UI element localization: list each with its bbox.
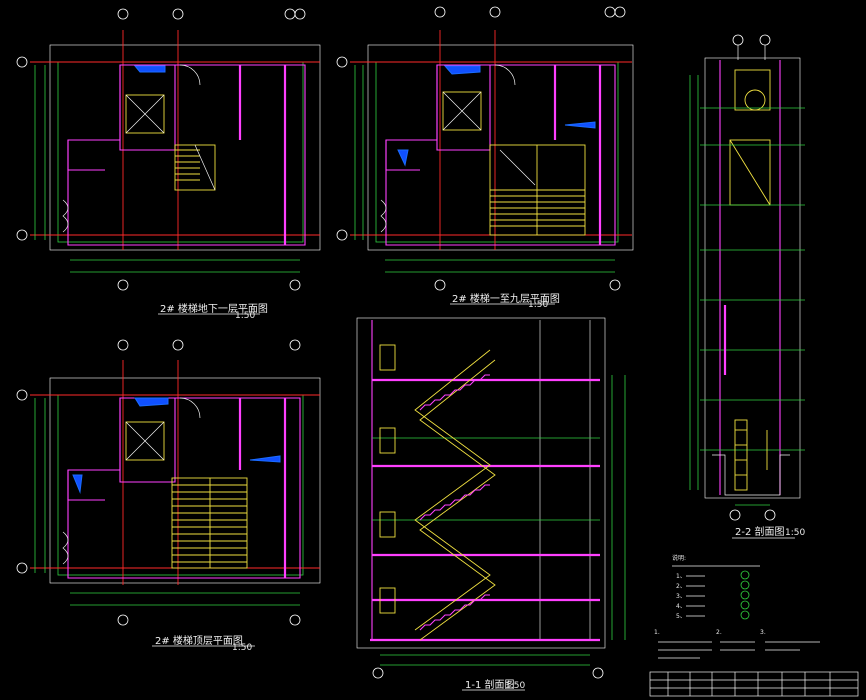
legend: 说明: 1、 2、 3、 4、 5、 (672, 554, 760, 620)
legend-item: 3、 (676, 593, 686, 600)
legend-item: 2、 (676, 583, 686, 590)
plan-bottom-left-scale: 1:50 (232, 643, 252, 653)
plan-top-mid-title: 2# 楼梯一至九层平面图 (452, 292, 560, 305)
section-stair-title: 1-1 剖面图 (465, 678, 515, 691)
legend-item: 1、 (676, 573, 686, 580)
notes: 1. 2. 3. (654, 629, 820, 659)
note-3: 3. (760, 629, 766, 636)
plan-top-left-title: 2# 楼梯地下一层平面图 (160, 302, 268, 315)
note-2: 2. (716, 629, 722, 636)
legend-heading: 说明: (672, 554, 686, 562)
plan-top-mid: 2# 楼梯一至九层平面图 1:50 (336, 6, 634, 310)
section-elevator-title: 2-2 剖面图 (735, 525, 785, 538)
legend-item: 4、 (676, 603, 686, 610)
section-stair-scale: 1:50 (505, 681, 525, 691)
legend-item: 5、 (676, 613, 686, 620)
plan-top-mid-scale: 1:50 (528, 300, 548, 310)
section-elevator-scale: 1:50 (785, 528, 805, 538)
section-stair: 1-1 剖面图 1:50 (356, 317, 626, 691)
plan-top-left: 2# 楼梯地下一层平面图 1:50 (16, 8, 321, 321)
plan-top-left-scale: 1:50 (235, 311, 255, 321)
plan-bottom-left: 2# 楼梯顶层平面图 1:50 (16, 339, 321, 653)
note-1: 1. (654, 629, 660, 636)
section-elevator: 2-2 剖面图 1:50 (689, 34, 805, 539)
plan-bottom-left-title: 2# 楼梯顶层平面图 (155, 634, 243, 647)
schedule-table (649, 671, 859, 697)
